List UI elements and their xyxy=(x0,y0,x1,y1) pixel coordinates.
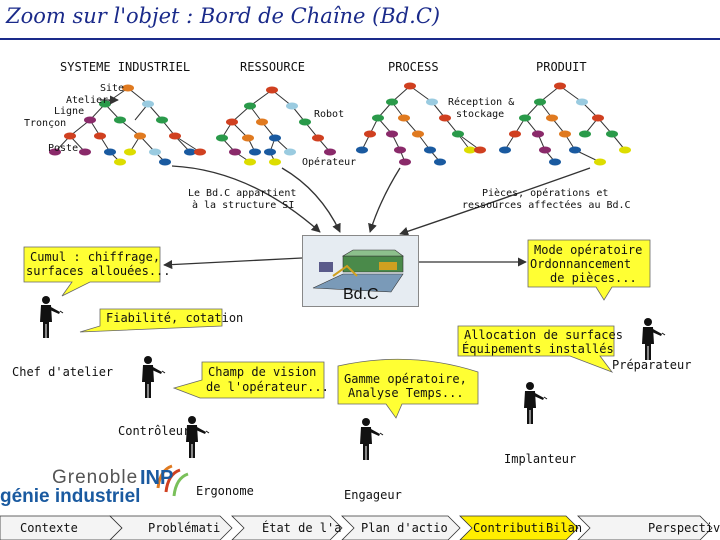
nav-chevrons xyxy=(0,515,713,540)
label-atelier: Atelier xyxy=(66,95,109,106)
bubble-champ-line2: de l'opérateur... xyxy=(206,380,329,394)
bubble-allocation-line1: Allocation de surfaces xyxy=(464,328,623,342)
bubble-gamme xyxy=(337,358,479,419)
nav-etat-art[interactable]: État de l'a xyxy=(262,521,342,535)
caption-left-1: Le Bd.C appartient xyxy=(188,188,297,199)
nav-contexte[interactable]: Contexte xyxy=(20,521,78,535)
tree-produit-nodes xyxy=(499,82,631,166)
column-header-produit: PRODUIT xyxy=(536,60,587,74)
bubble-mode xyxy=(527,239,651,301)
bubble-cumul-line2: surfaces allouées... xyxy=(26,264,171,278)
page-title: Zoom sur l'objet : Bord de Chaîne (Bd.C) xyxy=(6,4,441,28)
column-header-process: PROCESS xyxy=(388,60,439,74)
convergence-arrows xyxy=(100,95,591,236)
bubble-cumul-line1: Cumul : chiffrage, xyxy=(30,250,161,264)
bdc-illustration-drawing xyxy=(303,236,418,306)
tree-systeme-nodes xyxy=(49,84,206,166)
bubble-champ xyxy=(172,361,325,399)
label-operateur: Opérateur xyxy=(302,157,357,168)
label-robot: Robot xyxy=(314,109,345,120)
caption-right-2: ressources affectées au Bd.C xyxy=(462,200,631,211)
tree-process xyxy=(361,85,481,163)
person-label-preparateur: Préparateur xyxy=(612,358,692,372)
person-label-ergonome: Ergonome xyxy=(196,484,254,498)
bubble-allocation xyxy=(457,325,615,373)
tree-ressource-nodes xyxy=(216,86,336,166)
bubble-fiabilite xyxy=(79,308,223,333)
person-chef-atelier xyxy=(39,295,64,339)
bubble-gamme-line2: Analyse Temps... xyxy=(348,386,464,400)
bubble-allocation-line2: Équipements installés xyxy=(462,342,614,356)
bubble-mode-line1: Mode opératoire xyxy=(534,243,643,257)
nav-bilan[interactable]: Bilan xyxy=(546,521,583,535)
bdc-illustration xyxy=(302,235,419,307)
bubble-champ-line1: Champ de vision xyxy=(208,365,317,379)
column-header-ressource: RESSOURCE xyxy=(240,60,306,74)
bubble-mode-line2: Ordonnancement xyxy=(530,257,632,271)
tree-produit xyxy=(504,85,626,163)
bdc-arrows xyxy=(163,257,527,270)
person-implanteur xyxy=(523,381,548,425)
column-header-systeme: SYSTEME INDUSTRIEL xyxy=(60,60,191,74)
caption-right-1: Pièces, opérations et xyxy=(482,188,609,199)
logo-grenoble: Grenoble xyxy=(52,467,139,488)
logo-mark xyxy=(156,464,189,497)
label-ligne: Ligne xyxy=(54,106,85,117)
caption-left-2: à la structure SI xyxy=(192,200,295,211)
nav-perspective[interactable]: Perspectiv xyxy=(648,521,720,535)
nav-problematique[interactable]: Problémati xyxy=(148,521,221,535)
tree-process-nodes xyxy=(356,82,486,166)
label-stockage: stockage xyxy=(456,109,505,120)
label-reception: Réception & xyxy=(448,97,515,108)
bubble-fiabilite: Fiabilité, cotation xyxy=(106,311,244,325)
label-troncon: Tronçon xyxy=(24,118,67,129)
person-label-engageur: Engageur xyxy=(344,488,402,502)
label-site: Site xyxy=(100,83,125,94)
bubble-gamme-line1: Gamme opératoire, xyxy=(344,372,467,386)
person-label-controleur: Contrôleur xyxy=(118,424,191,438)
person-label-implanteur: Implanteur xyxy=(504,452,577,466)
logo-inp: INP xyxy=(140,467,174,489)
bubble-mode-line3: de pièces... xyxy=(550,271,637,285)
label-poste: Poste xyxy=(48,143,79,154)
person-label-chef: Chef d'atelier xyxy=(12,365,114,379)
logo-genie-industriel: génie industriel xyxy=(0,486,141,507)
person-preparateur xyxy=(641,317,666,361)
bubbles xyxy=(23,239,651,419)
person-engageur xyxy=(359,417,384,461)
title-rule xyxy=(0,38,720,40)
nav-contribution[interactable]: Contributi xyxy=(473,521,546,535)
person-champ xyxy=(141,355,166,399)
bdc-label: Bd.C xyxy=(343,286,379,303)
nav-plan-action[interactable]: Plan d'actio xyxy=(361,521,448,535)
tree-ressource xyxy=(221,89,331,163)
bubble-cumul xyxy=(23,246,161,297)
